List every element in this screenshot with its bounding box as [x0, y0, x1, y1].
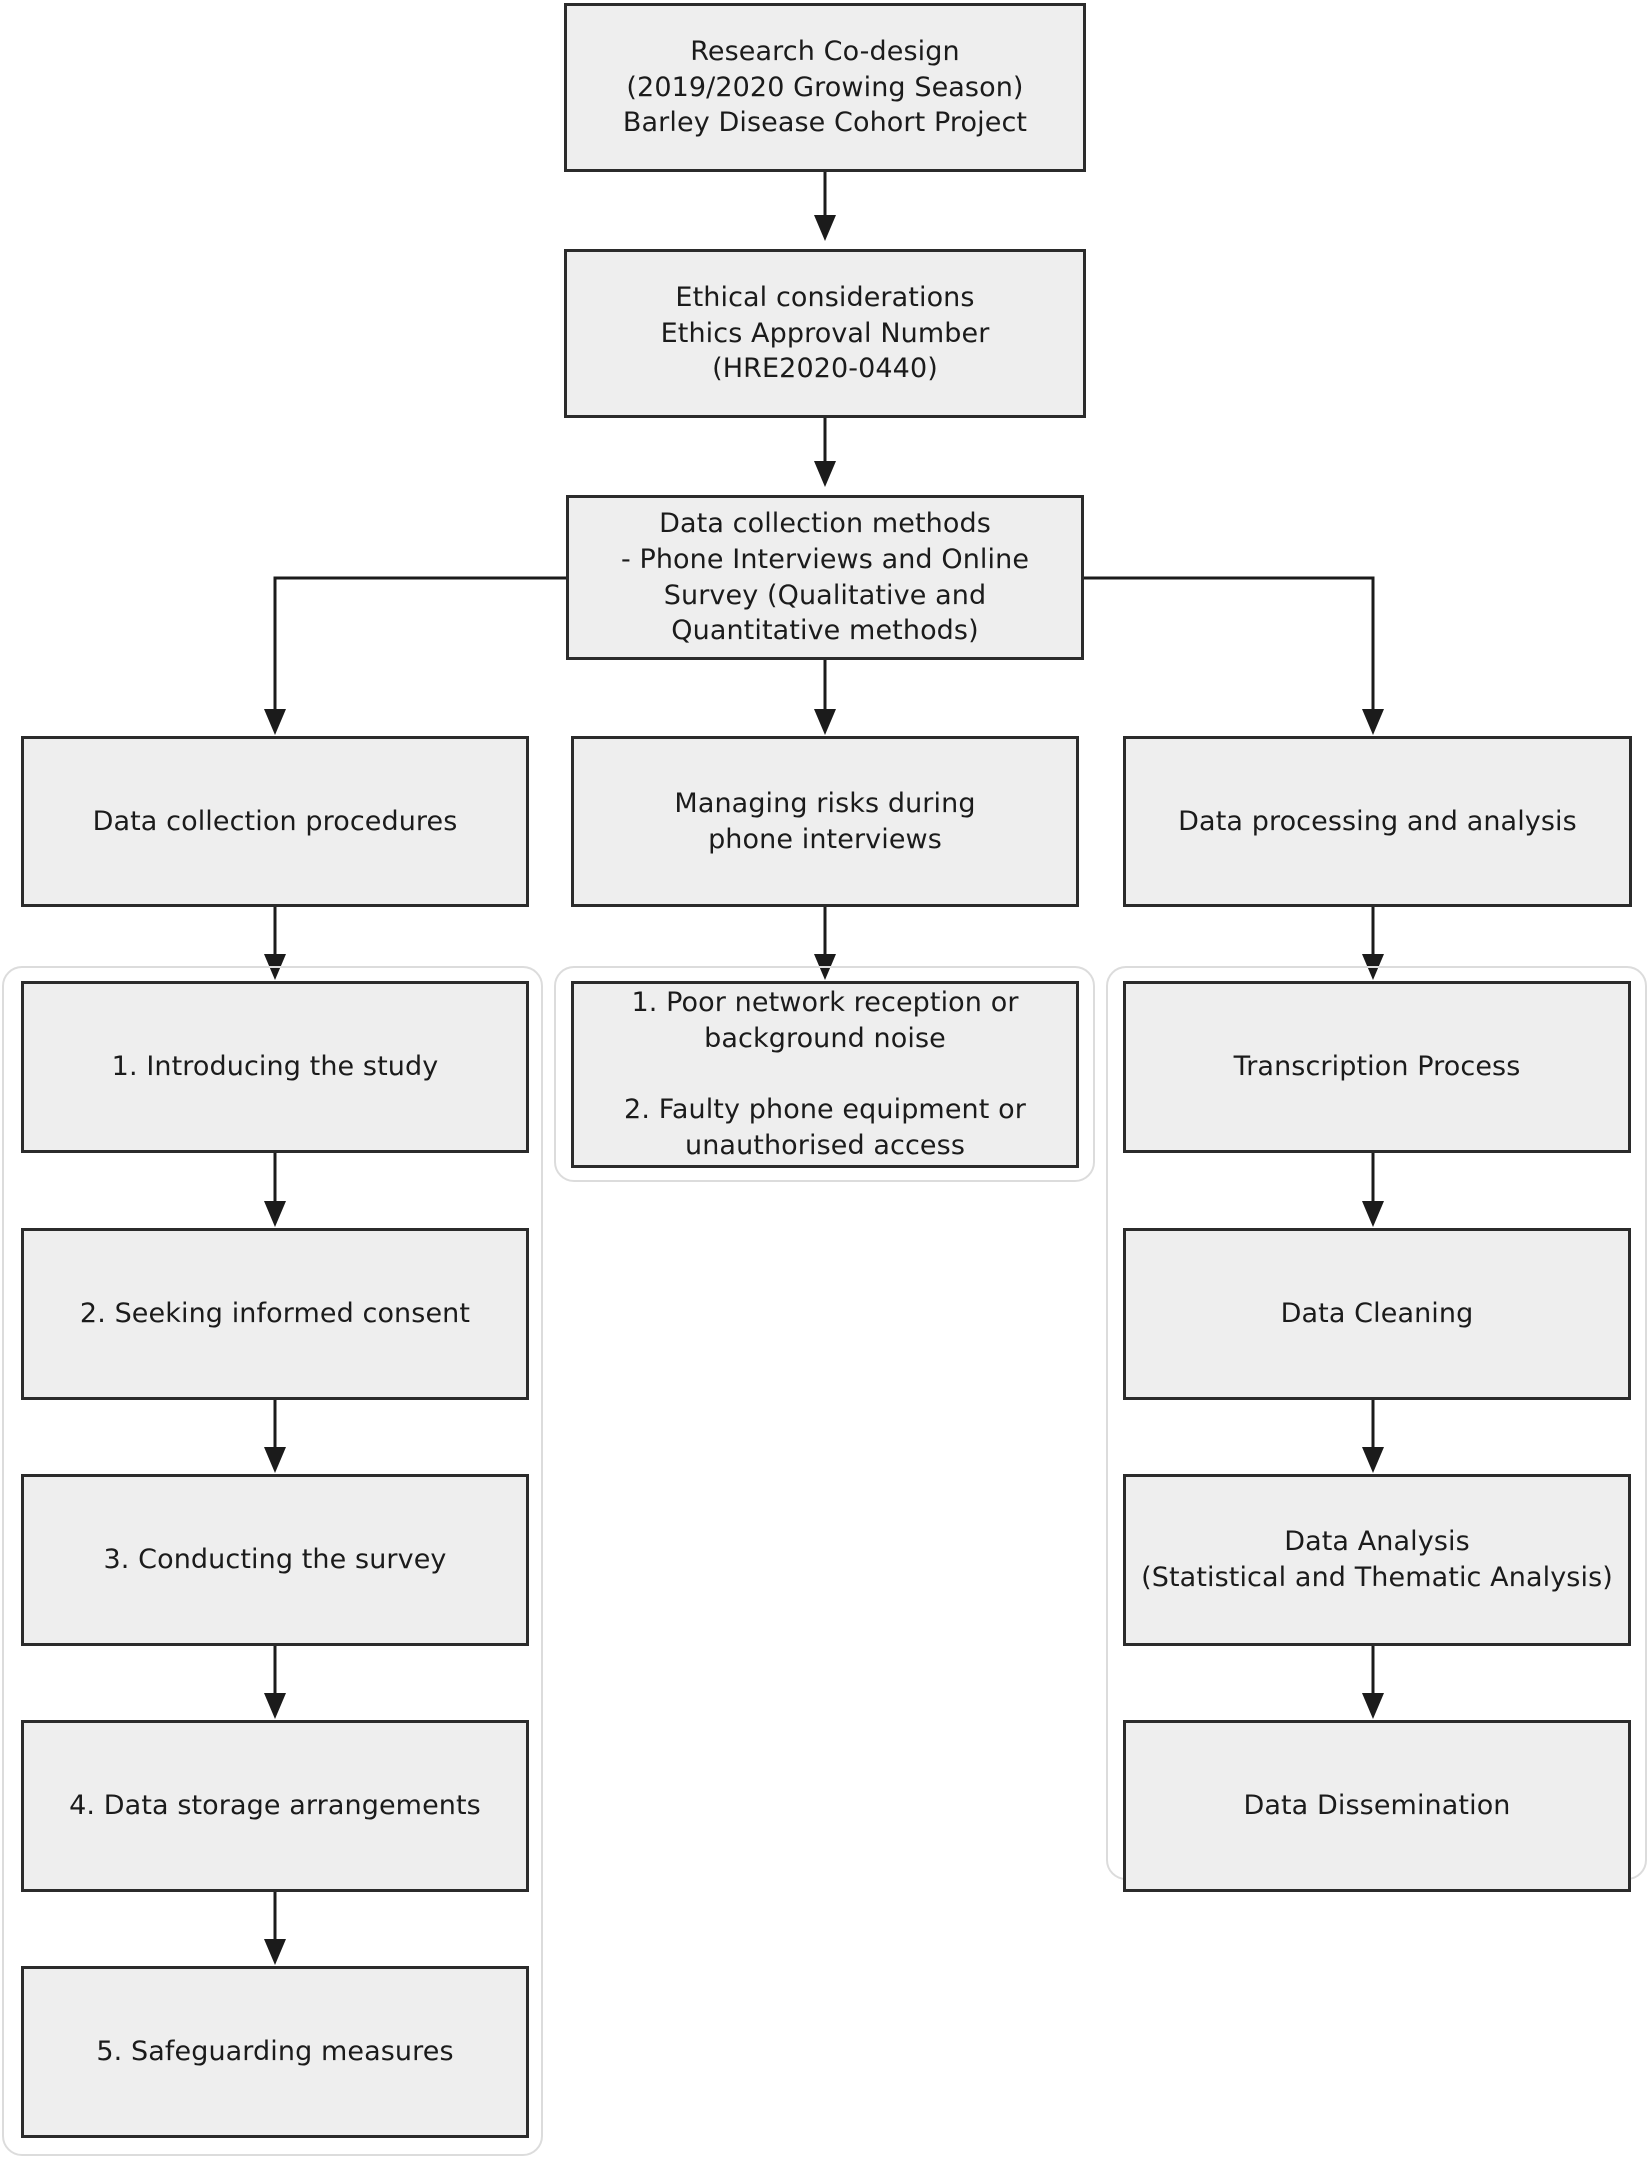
- edge-methods-to-processing: [1078, 576, 1384, 735]
- node-procedure-5-safeguarding[interactable]: 5. Safeguarding measures: [21, 1966, 529, 2138]
- node-procedure-4-data-storage[interactable]: 4. Data storage arrangements: [21, 1720, 529, 1892]
- cluster-phone-interview-risks: [554, 966, 1095, 1182]
- node-ethical-considerations-label: Ethical considerations Ethics Approval N…: [660, 282, 990, 385]
- node-phone-risks-list-label: 1. Poor network reception or background …: [624, 987, 1026, 1161]
- node-data-cleaning-label: Data Cleaning: [1280, 1298, 1474, 1330]
- node-data-processing-analysis[interactable]: Data processing and analysis: [1123, 736, 1632, 907]
- node-managing-risks-label: Managing risks during phone interviews: [674, 787, 976, 855]
- node-data-dissemination[interactable]: Data Dissemination: [1123, 1720, 1631, 1892]
- node-data-collection-methods[interactable]: Data collection methods - Phone Intervie…: [566, 495, 1084, 660]
- node-data-dissemination-label: Data Dissemination: [1243, 1790, 1511, 1822]
- node-data-processing-analysis-label: Data processing and analysis: [1178, 805, 1577, 837]
- node-data-analysis[interactable]: Data Analysis (Statistical and Thematic …: [1123, 1474, 1631, 1646]
- node-ethical-considerations[interactable]: Ethical considerations Ethics Approval N…: [564, 249, 1086, 418]
- node-data-collection-procedures-label: Data collection procedures: [92, 805, 458, 837]
- node-phone-risks-list[interactable]: 1. Poor network reception or background …: [571, 981, 1079, 1168]
- edge-research-to-ethics: [814, 172, 836, 241]
- node-data-cleaning[interactable]: Data Cleaning: [1123, 1228, 1631, 1400]
- node-procedure-3-label: 3. Conducting the survey: [103, 1544, 447, 1576]
- node-procedure-2-informed-consent[interactable]: 2. Seeking informed consent: [21, 1228, 529, 1400]
- node-procedure-1-label: 1. Introducing the study: [111, 1051, 439, 1083]
- node-data-collection-procedures[interactable]: Data collection procedures: [21, 736, 529, 907]
- node-procedure-1-introducing-study[interactable]: 1. Introducing the study: [21, 981, 529, 1153]
- node-data-analysis-label: Data Analysis (Statistical and Thematic …: [1141, 1526, 1613, 1593]
- node-transcription-process[interactable]: Transcription Process: [1123, 981, 1631, 1153]
- node-research-codesign-label: Research Co-design (2019/2020 Growing Se…: [622, 36, 1028, 139]
- edge-methods-to-risks: [814, 660, 836, 735]
- node-research-codesign[interactable]: Research Co-design (2019/2020 Growing Se…: [564, 3, 1086, 172]
- edge-ethics-to-methods: [814, 418, 836, 487]
- cluster-data-collection-procedures: [2, 966, 543, 2156]
- edge-methods-to-procedures: [264, 576, 572, 735]
- node-procedure-2-label: 2. Seeking informed consent: [79, 1298, 471, 1330]
- node-procedure-4-label: 4. Data storage arrangements: [69, 1790, 481, 1822]
- node-procedure-3-conducting-survey[interactable]: 3. Conducting the survey: [21, 1474, 529, 1646]
- node-transcription-process-label: Transcription Process: [1233, 1051, 1521, 1083]
- node-procedure-5-label: 5. Safeguarding measures: [96, 2036, 454, 2068]
- node-managing-risks[interactable]: Managing risks during phone interviews: [571, 736, 1079, 907]
- node-data-collection-methods-label: Data collection methods - Phone Intervie…: [620, 508, 1030, 647]
